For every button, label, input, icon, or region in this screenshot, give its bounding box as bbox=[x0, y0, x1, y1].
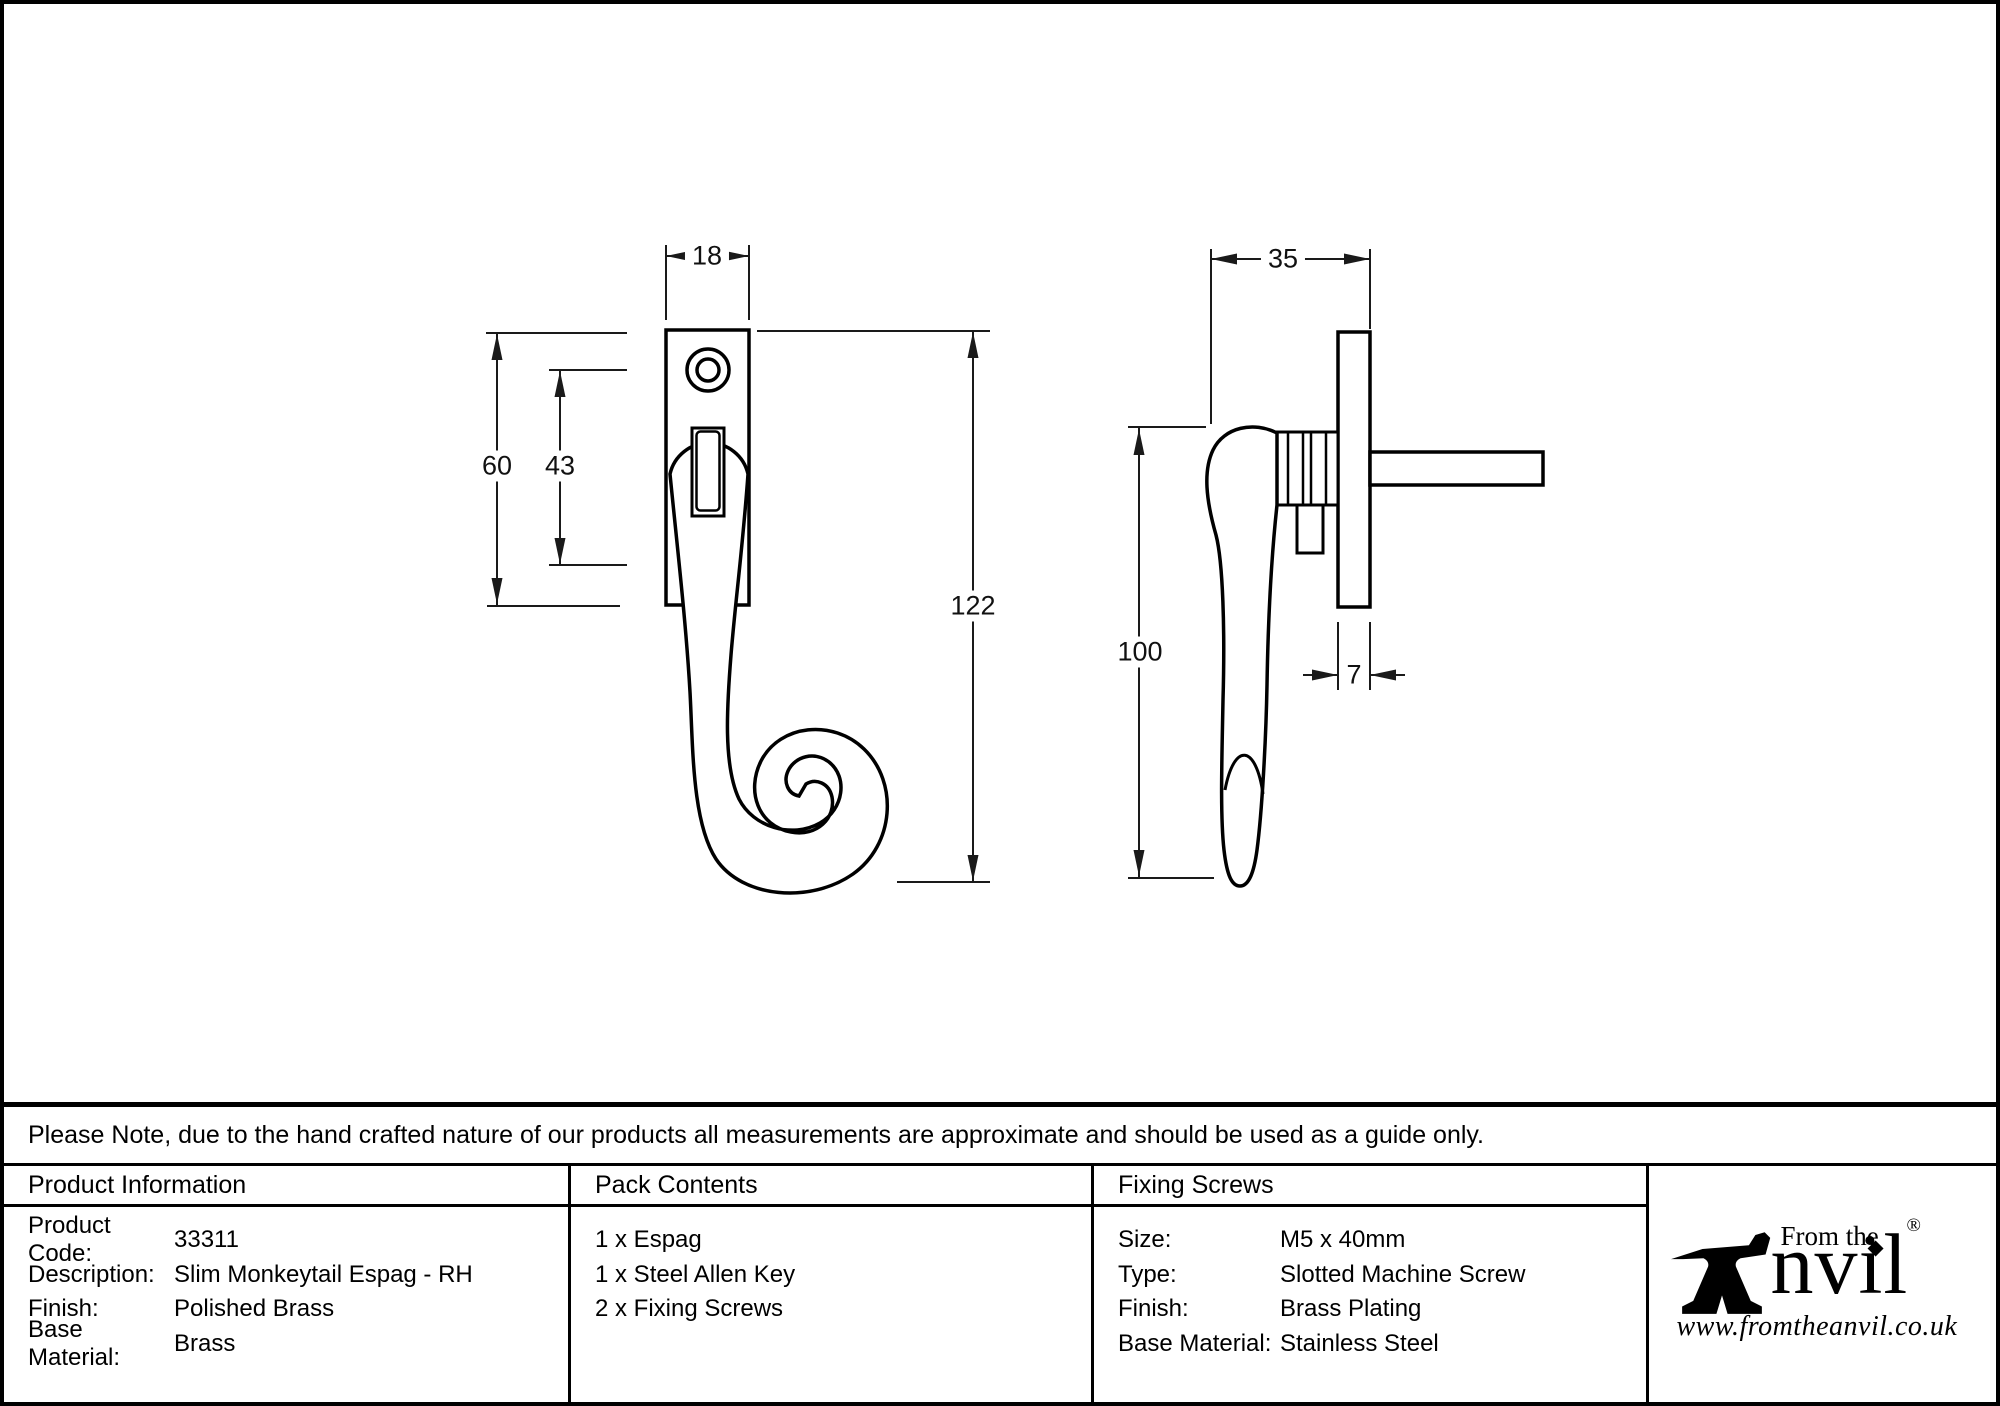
tip-chamfer-arc bbox=[1223, 753, 1265, 795]
dim-label-handle-length: 100 bbox=[1110, 636, 1170, 668]
screw-hole-inner bbox=[695, 357, 721, 383]
logo-url: www.fromtheanvil.co.uk bbox=[1676, 1311, 1958, 1342]
product-information-column: Product Information Product Code: 33311 … bbox=[4, 1166, 568, 1402]
row-label: Type: bbox=[1118, 1260, 1177, 1288]
anvil-icon bbox=[1670, 1232, 1770, 1314]
diamond-icon: ◆ bbox=[1867, 1236, 1884, 1259]
list-item: 1 x Steel Allen Key bbox=[595, 1260, 796, 1288]
table-row: Type: Slotted Machine Screw bbox=[1118, 1258, 1646, 1293]
logo-tagline: From the bbox=[1780, 1221, 1879, 1251]
table-row: Description: Slim Monkeytail Espag - RH bbox=[28, 1258, 568, 1293]
row-value: Stainless Steel bbox=[1280, 1329, 1439, 1357]
measurement-note-text: Please Note, due to the hand crafted nat… bbox=[28, 1120, 1485, 1149]
table-row: Size: M5 x 40mm bbox=[1118, 1223, 1646, 1258]
dim-label-plate-width: 18 bbox=[684, 240, 730, 272]
table-row: Finish: Polished Brass bbox=[28, 1292, 568, 1327]
fixing-screws-column: Fixing Screws Size: M5 x 40mm Type: Slot… bbox=[1091, 1166, 1646, 1402]
side-view-drawing bbox=[1205, 330, 1545, 888]
row-value: Polished Brass bbox=[174, 1295, 335, 1323]
technical-drawing bbox=[486, 245, 1545, 895]
spec-table: Product Information Product Code: 33311 … bbox=[4, 1166, 1996, 1402]
from-the-anvil-logo: From the ® nvil ◆ www.fromtheanvil.co.uk bbox=[1670, 1215, 1975, 1343]
row-label: Description: bbox=[28, 1260, 155, 1288]
fixing-screws-body: Size: M5 x 40mm Type: Slotted Machine Sc… bbox=[1094, 1207, 1646, 1361]
detent-block bbox=[1295, 503, 1325, 555]
pack-contents-column: Pack Contents 1 x Espag 1 x Steel Allen … bbox=[568, 1166, 1091, 1402]
side-backplate-outline bbox=[1336, 330, 1372, 609]
table-row: Base Material: Brass bbox=[28, 1316, 568, 1371]
handle-neck bbox=[1275, 430, 1340, 507]
spindle-bar bbox=[1368, 450, 1545, 487]
registered-trademark-icon: ® bbox=[1906, 1215, 1921, 1236]
spindle-slot-inner bbox=[695, 430, 721, 512]
dimension-lines bbox=[486, 245, 1405, 883]
table-row: Product Code: 33311 bbox=[28, 1212, 568, 1267]
row-value: Brass bbox=[174, 1329, 236, 1357]
front-view-drawing bbox=[664, 328, 890, 895]
row-value: Slim Monkeytail Espag - RH bbox=[174, 1260, 473, 1288]
row-value: Slotted Machine Screw bbox=[1280, 1260, 1526, 1288]
row-label: Product Code: bbox=[28, 1212, 111, 1268]
dim-label-overall-length: 122 bbox=[943, 590, 1003, 622]
row-label: Finish: bbox=[1118, 1295, 1189, 1323]
measurement-note-row: Please Note, due to the hand crafted nat… bbox=[4, 1102, 1996, 1166]
row-value: 33311 bbox=[174, 1226, 239, 1254]
list-item: 2 x Fixing Screws bbox=[595, 1295, 784, 1323]
pack-contents-header: Pack Contents bbox=[571, 1166, 1091, 1207]
dim-label-hole-to-slot: 43 bbox=[537, 450, 583, 482]
side-handle-outline bbox=[1205, 425, 1279, 888]
fixing-screws-header: Fixing Screws bbox=[1094, 1166, 1646, 1207]
table-row: Finish: Brass Plating bbox=[1118, 1292, 1646, 1327]
product-information-body: Product Code: 33311 Description: Slim Mo… bbox=[4, 1207, 568, 1371]
dim-label-plate-thickness: 7 bbox=[1339, 659, 1369, 691]
row-label: Finish: bbox=[28, 1295, 99, 1323]
row-label: Base Material: bbox=[28, 1315, 121, 1371]
row-value: Brass Plating bbox=[1280, 1295, 1422, 1323]
logo-wordmark: nvil bbox=[1770, 1216, 1909, 1312]
list-item: 1 x Espag bbox=[595, 1226, 702, 1254]
dim-plate-thickness bbox=[1303, 622, 1405, 690]
table-row: Base Material: Stainless Steel bbox=[1118, 1327, 1646, 1362]
dim-label-plate-height: 60 bbox=[474, 450, 520, 482]
dim-label-projection: 35 bbox=[1260, 243, 1306, 275]
monkeytail-handle-outline bbox=[668, 441, 890, 895]
row-label: Size: bbox=[1118, 1226, 1172, 1254]
row-label: Base Material: bbox=[1118, 1329, 1272, 1357]
brand-logo-cell: From the ® nvil ◆ www.fromtheanvil.co.uk bbox=[1646, 1166, 1996, 1402]
row-value: M5 x 40mm bbox=[1280, 1226, 1406, 1254]
pack-contents-body: 1 x Espag 1 x Steel Allen Key 2 x Fixing… bbox=[571, 1207, 1091, 1327]
product-information-header: Product Information bbox=[4, 1166, 568, 1207]
